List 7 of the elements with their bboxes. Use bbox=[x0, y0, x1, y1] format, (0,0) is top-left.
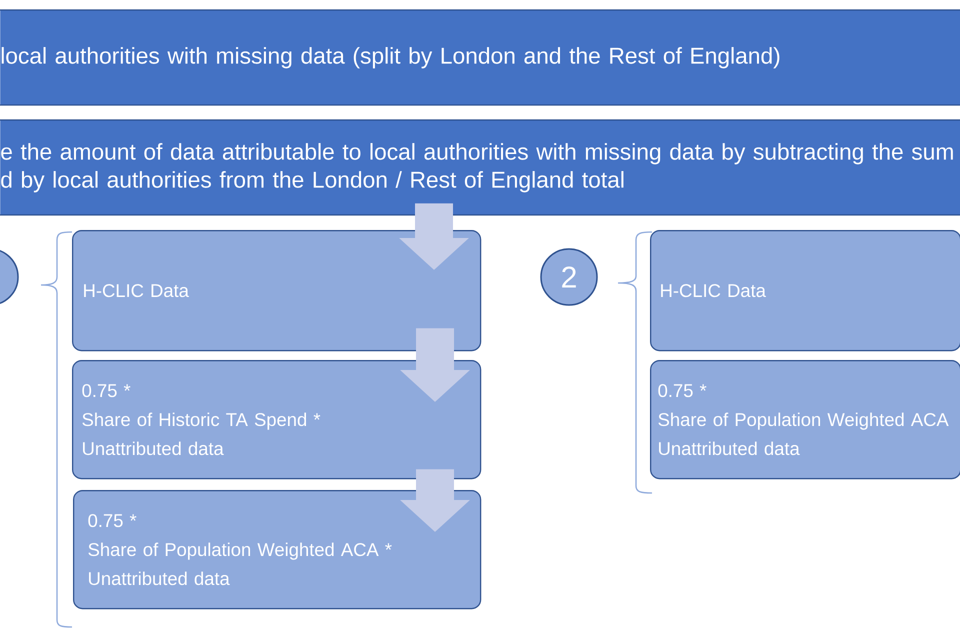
process-box: 0.75 * Share of Historic TA Spend * Unattributed data bbox=[72, 360, 482, 480]
banner: e the amount of data attributable to local authorities with missing data by subtracting the sum d by local authorities from the London / Rest of England total bbox=[0, 119, 960, 216]
process-box: H-CLIC Data bbox=[72, 230, 482, 352]
process-box: 0.75 * Share of Population Weighted ACA Unattributed data bbox=[650, 360, 960, 480]
banner: local authorities with missing data (split by London and the Rest of England) bbox=[0, 9, 960, 106]
process-box: 0.75 * Share of Population Weighted ACA * Unattributed data bbox=[73, 490, 482, 610]
process-box: H-CLIC Data bbox=[650, 230, 960, 352]
